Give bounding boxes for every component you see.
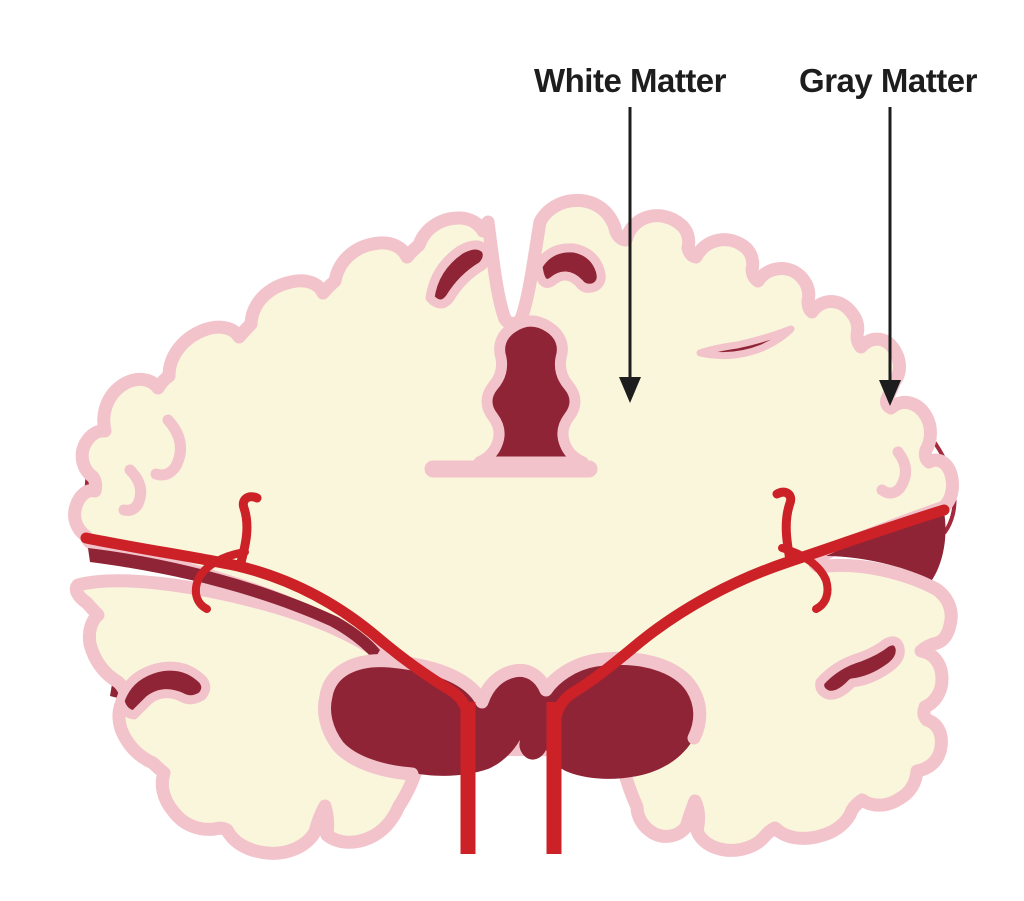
left-medial-sulcus <box>425 240 492 309</box>
right-middle-cerebral-artery <box>550 504 950 724</box>
left-artery-upper-branch <box>235 492 262 571</box>
left-lateral-fissure <box>88 548 380 660</box>
gyrus-curls <box>118 414 911 516</box>
gray-matter-label: Gray Matter <box>799 62 977 99</box>
down-arrow-icon <box>619 377 641 403</box>
brain-body <box>68 193 959 860</box>
basal-ventricle-region <box>324 658 700 779</box>
white-matter-arrow <box>619 107 641 403</box>
longitudinal-fissure <box>473 315 589 468</box>
right-artery-lower-branch <box>778 544 832 613</box>
left-artery-lower-branch <box>191 548 249 613</box>
basal-region-cortex-band <box>318 651 707 781</box>
right-medial-sulcus <box>533 243 606 293</box>
gray-matter-arrow <box>879 107 901 406</box>
white-matter-label: White Matter <box>534 62 727 99</box>
right-dome-sulcus-slit <box>696 325 795 360</box>
right-lateral-fissure <box>826 512 946 580</box>
right-artery-upper-branch <box>772 487 796 565</box>
down-arrow-icon <box>879 380 901 406</box>
left-temporal-sulcus <box>115 661 211 720</box>
cerebral-arteries <box>80 487 950 854</box>
right-temporal-sulcus <box>815 636 905 700</box>
left-middle-cerebral-artery <box>80 532 474 722</box>
